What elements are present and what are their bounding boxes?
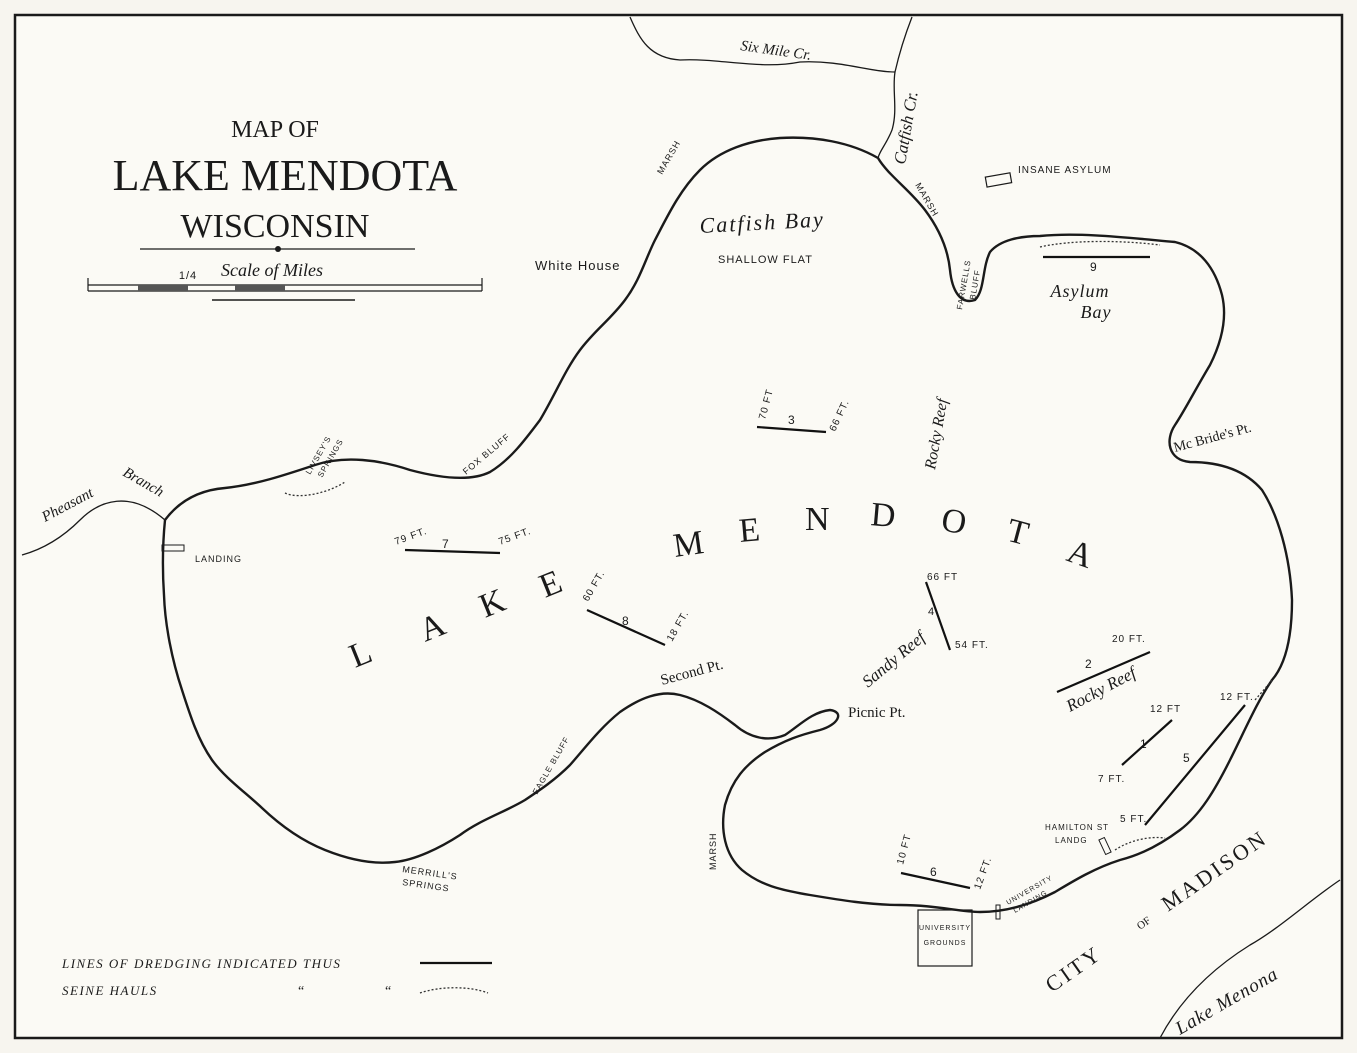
dredge-line-number: 7 [442,537,450,551]
dredge-line [1121,719,1173,766]
dredge-line [1056,650,1151,694]
insane-asylum-building [984,172,1013,188]
dredge-line [404,548,501,555]
dredge-depth-start: 66 FT [927,572,958,583]
label-university-grounds: UNIVERSITY [919,925,971,932]
lake-letter: E [737,511,761,550]
dredge-depth-end: 12 FT [1150,704,1181,715]
label-marsh-south: MARSH [708,832,718,870]
dredge-line [756,425,827,434]
title-map-of: MAP OF [231,117,319,143]
dredge-line-number: 8 [622,614,630,628]
title-divider-ornament [275,246,281,252]
scale-tick-mid-label: 1/4 [179,270,197,282]
dredge-line [924,581,952,651]
pheasant-branch-line [21,500,166,556]
label-bay: Bay [1081,302,1112,322]
dredge-line-number: 3 [788,413,796,427]
label-hamilton-st: HAMILTON ST [1045,823,1109,832]
title-lake-mendota: LAKE MENDOTA [113,151,458,200]
dredge-line-number: 9 [1090,260,1098,274]
legend-seine-label: SEINE HAULS [62,983,158,998]
dredge-line-number: 2 [1085,657,1093,671]
lake-menona-shore [1159,879,1341,1039]
label-hamilton-landg: LANDG [1055,836,1088,845]
dredge-line [1144,704,1246,826]
legend-ditto-1: “ [298,984,304,999]
lake-shoreline [161,136,1294,914]
seine-haul-hamilton [1114,836,1166,851]
dredge-depth-start: 5 FT. [1120,814,1147,825]
catfish-creek-line [877,16,913,159]
scale-label: Scale of Miles [221,260,323,280]
label-grounds: GROUNDS [924,940,967,947]
dredge-line [900,871,971,890]
seine-haul-livsey [284,481,346,497]
six-mile-creek-line [629,16,896,73]
seine-haul-asylum [1039,240,1161,248]
label-asylum: Asylum [1050,281,1110,301]
dredge-line [586,608,666,647]
dredge-depth-end: 54 FT. [955,640,989,651]
title-wisconsin: WISCONSIN [181,208,370,245]
scale-segment-2 [235,285,285,291]
label-insane-asylum: INSANE ASYLUM [1018,165,1112,176]
label-white-house: White House [535,258,620,273]
university-grounds-box [917,909,973,967]
seine-haul-menona [1254,679,1273,701]
lake-letter: D [869,496,897,535]
landing-dock [161,544,185,552]
dredge-depth-end: 20 FT. [1112,634,1146,645]
dredge-line-number: 1 [1140,737,1148,751]
dredge-line-number: 4 [928,606,935,618]
map-border [13,13,1344,1040]
lake-letter: M [671,524,706,565]
dredge-line-number: 5 [1183,751,1191,765]
legend-ditto-2: “ [385,984,391,999]
university-landing-dock [995,904,1001,920]
lake-letter: N [805,501,830,538]
label-picnic-pt: Picnic Pt. [848,705,906,721]
legend-dredging-label: LINES OF DREDGING INDICATED THUS [61,956,341,971]
label-landing: LANDING [195,554,242,564]
dredge-depth-start: 7 FT. [1098,774,1125,785]
scale-segment [138,285,188,291]
label-shallow-flat: SHALLOW FLAT [718,254,813,266]
dredge-line-number: 6 [930,865,938,879]
dredge-depth-end: 12 FT. [1220,692,1254,703]
hamilton-landing-dock [1098,836,1112,856]
